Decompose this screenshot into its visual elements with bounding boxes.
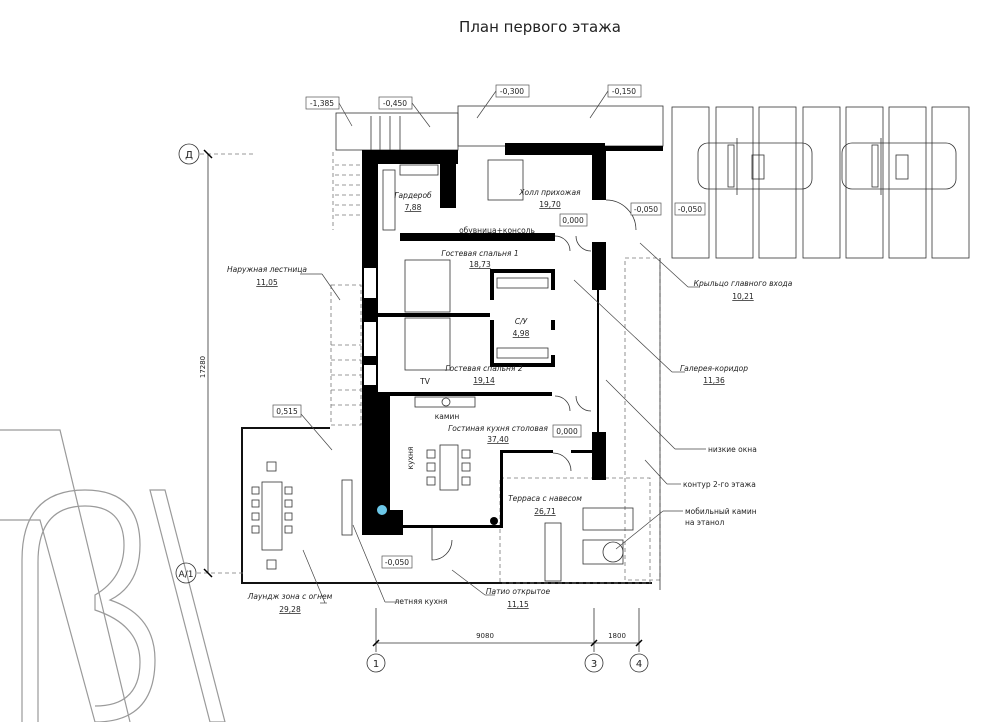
elevation-label: -0,150 [612,87,636,96]
room-bathroom-name: С/У [515,317,528,326]
mobile-fireplace-label-2: на этанол [685,518,724,527]
room-terrace-area: 26,71 [534,507,556,516]
second-floor-outline-label: контур 2-го этажа [683,480,756,489]
room-hall-area: 19,70 [539,200,561,209]
low-windows-label: низкие окна [708,445,757,454]
room-bedroom2-name: Гостевая спальня 2 [445,364,522,373]
bed-icon [404,317,451,371]
lounge-name: Лаундж зона с огнем [247,592,333,601]
shoe-rack-label: обувница+консоль [459,226,535,235]
elevation-label: -1,385 [310,99,334,108]
fireplace-label: камин [435,412,460,421]
fireplace-icon [441,397,451,407]
lounge-area: 29,28 [279,605,301,614]
axis-d-label: Д [185,150,193,161]
dim-vertical: 17280 [199,356,207,378]
elevation-label: -0,050 [678,205,702,214]
bed-icon [404,259,451,313]
elevation-label: -0,450 [383,99,407,108]
room-labels: Гардероб 7,88 Холл прихожая 19,70 обувни… [227,188,793,614]
gallery-name: Галерея-коридор [680,364,748,373]
elevation-label: -0,050 [385,558,409,567]
axis-3-label: 3 [591,659,597,670]
room-hall-name: Холл прихожая [518,188,581,197]
room-bedroom1-area: 18,73 [469,260,491,269]
room-bedroom1-name: Гостевая спальня 1 [441,249,518,258]
axis-markers: Д А/1 17280 9080 1800 1 3 4 [175,143,649,673]
porch-name: Крыльцо главного входа [694,279,793,288]
elevation-label: -0,050 [634,205,658,214]
outdoor-stairs [330,116,401,426]
dim-span-3-4: 1800 [608,632,626,640]
room-garderob-name: Гардероб [394,191,432,200]
axis-4-label: 4 [636,659,642,670]
walls [362,143,663,535]
patio-name: Патио открытое [486,587,551,596]
room-garderob-area: 7,88 [405,203,422,212]
axis-a1-label: А/1 [179,570,194,580]
gallery-area: 11,36 [703,376,725,385]
elevation-label: 0,000 [562,216,584,225]
porch-area: 10,21 [732,292,754,301]
tv-label: TV [419,377,431,386]
sink-icon [377,505,387,515]
elevation-label: -0,300 [500,87,524,96]
outdoor-stairs-area: 11,05 [256,278,278,287]
car-icon [697,138,813,195]
dining-table-icon [439,444,459,491]
lounge-table [251,461,293,570]
mobile-fireplace-label-1: мобильный камин [685,507,757,516]
kitchen-label: кухня [406,447,415,470]
parking-spaces [671,106,970,259]
room-bedroom2-area: 19,14 [473,376,495,385]
room-living-name: Гостиная кухня столовая [448,424,548,433]
summer-kitchen-counter [341,479,353,536]
plan-title: План первого этажа [459,18,621,36]
room-terrace-name: Терраса с навесом [508,494,582,503]
elevation-marks: -1,385 -0,450 -0,300 -0,150 0,000 -0,050… [272,84,706,569]
outdoor-stairs-name: Наружная лестница [227,265,307,274]
elevation-label: 0,515 [276,407,298,416]
mobile-fireplace-icon [602,541,624,563]
patio-area: 11,15 [507,600,529,609]
ba-logo [0,429,226,722]
room-bathroom-area: 4,98 [513,329,530,338]
elevation-label: 0,000 [556,427,578,436]
summer-kitchen-label: летняя кухня [395,597,448,606]
room-living-area: 37,40 [487,435,509,444]
dim-span-1-3: 9080 [476,632,494,640]
car-icon [841,138,957,195]
axis-1-label: 1 [373,659,379,670]
